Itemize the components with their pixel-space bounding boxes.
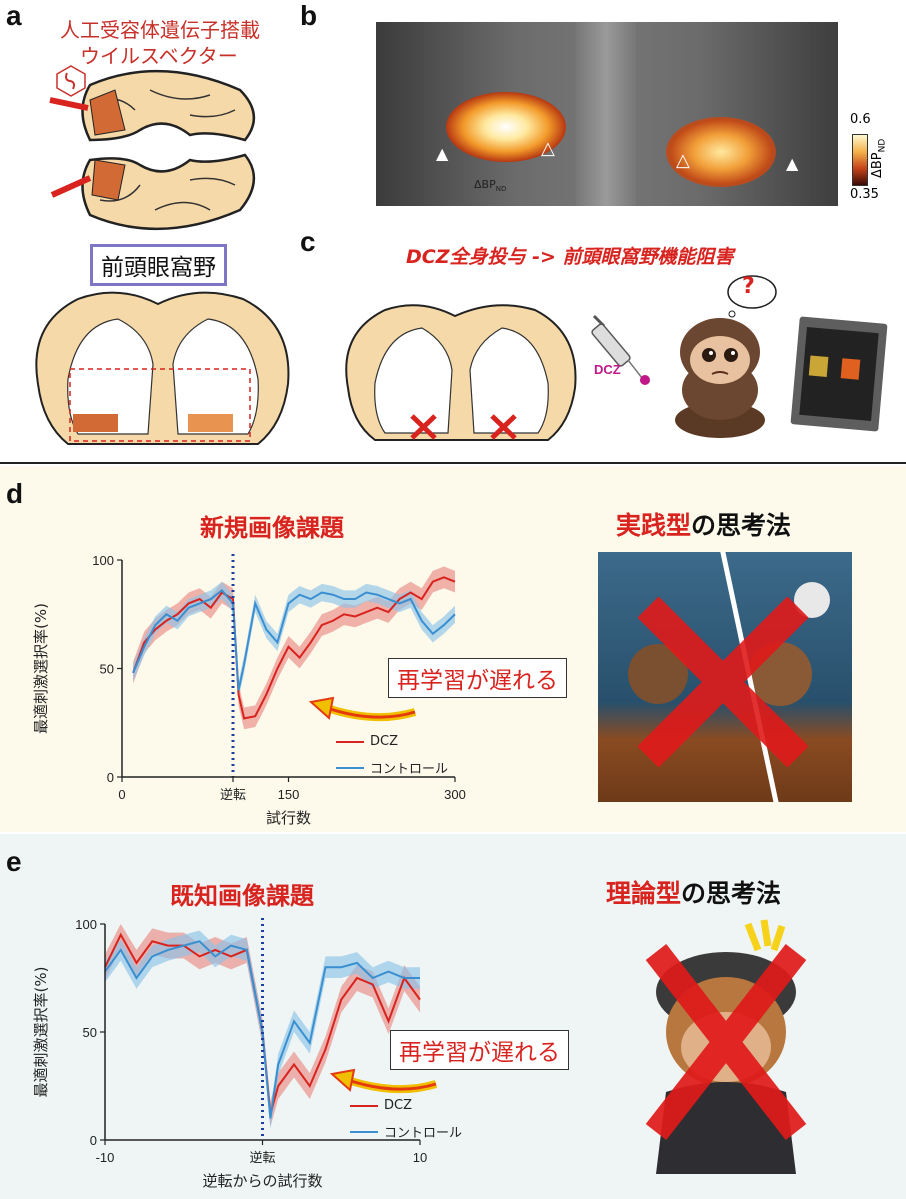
panel-e-arrow — [329, 1068, 438, 1094]
x-tick-label: 10 — [413, 1150, 427, 1165]
panel-d-annotation: 再学習が遅れる — [388, 658, 567, 698]
y-tick-label: 50 — [83, 1025, 97, 1040]
legend-e-control: コントロール — [350, 1122, 462, 1141]
y-axis-title: 最適刺激選択率(%) — [32, 603, 50, 734]
panel-letter-d: d — [6, 478, 24, 509]
x-tick-label: 150 — [278, 787, 300, 802]
y-tick-label: 100 — [75, 917, 97, 932]
screen-illustration — [790, 316, 888, 432]
chart-d: 0 50 100 0 逆転 150 300 試行数 最適刺激選択率(%) — [32, 553, 466, 827]
y-tick-label: 50 — [100, 662, 114, 677]
vector-label-line1: 人工受容体遺伝子搭載 — [60, 18, 260, 42]
brain-coronal-section-c — [345, 304, 577, 441]
legend-e-dcz: DCZ — [350, 1098, 412, 1113]
x-axis-title: 逆転からの試行数 — [202, 1172, 322, 1190]
panel-letter-c: c — [300, 226, 316, 257]
confused-monkey-illustration — [675, 275, 777, 438]
panel-letter-b: b — [300, 0, 318, 31]
panel-d-title: 新規画像課題 — [200, 514, 344, 542]
x-tick-label: 逆転 — [220, 787, 246, 802]
series-line-dcz — [132, 576, 456, 720]
band-dcz — [133, 566, 455, 730]
panel-d-style-label: 実践型の思考法 — [616, 511, 792, 540]
colorbar — [852, 134, 868, 186]
y-axis-title: 最適刺激選択率(%) — [32, 967, 50, 1098]
series-line-control — [132, 589, 456, 691]
section-divider — [0, 462, 906, 464]
panel-letter-a: a — [6, 0, 22, 31]
colorbar-min: 0.35 — [850, 187, 879, 202]
virus-vector-icon — [56, 65, 86, 97]
syringe-icon — [591, 314, 650, 385]
cross-mark-icon — [638, 597, 808, 767]
ofc-region-label: 前頭眼窩野 — [90, 244, 227, 286]
y-tick-label: 0 — [90, 1133, 97, 1148]
panel-e-annotation: 再学習が遅れる — [390, 1030, 569, 1070]
legend-d-dcz: DCZ — [336, 734, 398, 749]
vector-label-line2: ウイルスベクター — [80, 44, 238, 68]
panel-e-style-label: 理論型の思考法 — [606, 879, 782, 908]
x-tick-label: 300 — [444, 787, 466, 802]
panel-letter-e: e — [6, 846, 22, 877]
watermark-sub: ND — [495, 185, 507, 194]
x-axis-title: 試行数 — [266, 809, 311, 827]
watermark-text: ΔBP — [474, 178, 496, 191]
panel-d-arrow — [308, 696, 417, 722]
x-tick-label: 0 — [118, 787, 125, 802]
colorbar-label: ΔBPND — [870, 138, 888, 178]
y-tick-label: 100 — [92, 553, 114, 568]
pet-mri-image: ▲ △ △ ▲ ΔBPND — [376, 22, 838, 206]
series-line-control — [104, 940, 420, 1119]
detective-monkey-illustration — [636, 912, 816, 1174]
panel-e-title: 既知画像課題 — [170, 882, 314, 910]
x-tick-label: -10 — [96, 1150, 115, 1165]
brain-coronal-section-a — [35, 291, 290, 445]
y-tick-label: 0 — [107, 770, 114, 785]
legend-d-control: コントロール — [336, 758, 448, 777]
x-tick-label: 逆転 — [249, 1150, 275, 1165]
drug-label: DCZ — [594, 362, 621, 377]
band-control — [133, 581, 455, 699]
thought-mark: ? — [742, 274, 755, 299]
chart-e: 0 50 100 -10 逆転 10 逆転からの試行数 最適刺激選択率(%) — [32, 917, 427, 1190]
colorbar-max: 0.6 — [850, 112, 871, 127]
lab-monkeys-illustration — [598, 552, 852, 802]
brain-ventral-view — [49, 69, 256, 231]
panel-c-title: DCZ全身投与 -> 前頭眼窩野機能阻害 — [406, 246, 734, 268]
